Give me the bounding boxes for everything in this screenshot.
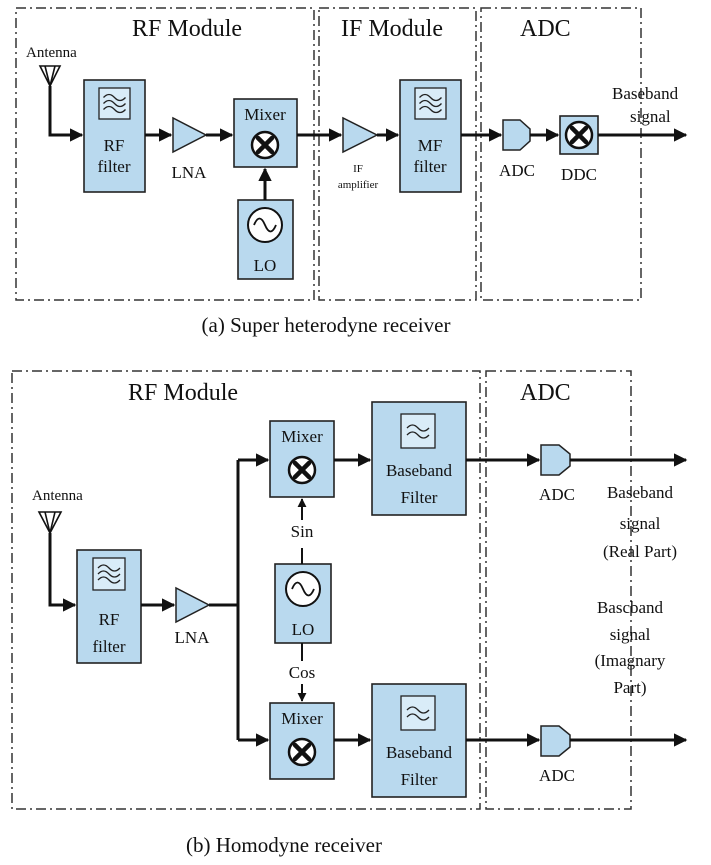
rf-module-boundary [15, 7, 315, 301]
baseband-filter-bottom-label-2: Filter [401, 770, 438, 789]
baseband-filter-bottom-label-1: Baseband [386, 743, 453, 762]
output-imag-label-3: (Imagnary [595, 651, 666, 670]
output-real-label-2: signal [620, 514, 661, 533]
mixer-block: Mixer [233, 98, 298, 168]
mf-filter-label-1: MF [418, 136, 443, 155]
adc-module-boundary [480, 7, 642, 301]
rf-filter-label-2: filter [92, 637, 125, 656]
adc-bottom-label: ADC [539, 766, 575, 785]
cos-label: Cos [289, 663, 315, 682]
antenna-icon [37, 511, 63, 535]
baseband-filter-top-block: Baseband Filter [371, 401, 467, 516]
ddc-block [559, 115, 599, 155]
adc-module-boundary [485, 370, 632, 810]
adc-module-title: ADC [520, 380, 571, 406]
lo-label: LO [292, 620, 315, 639]
baseband-filter-top-label-2: Filter [401, 488, 438, 507]
baseband-filter-top-label-1: Baseband [386, 461, 453, 480]
sin-label: Sin [291, 522, 314, 541]
rf-filter-label-2: filter [97, 157, 130, 176]
adc-top-label: ADC [539, 485, 575, 504]
rf-module-title: RF Module [132, 16, 242, 42]
rf-filter-label-1: RF [104, 136, 125, 155]
adc-label: ADC [499, 161, 535, 180]
mixer-top-label: Mixer [281, 427, 323, 446]
lowpass-filter-icon [400, 695, 436, 731]
baseband-filter-bottom-block: Baseband Filter [371, 683, 467, 798]
output-real-label-1: Baseband [607, 483, 674, 502]
if-amplifier [342, 116, 379, 154]
output-imag-label-4: Part) [613, 678, 646, 697]
mixer-bottom-block: Mixer [269, 702, 335, 780]
lowpass-filter-icon [400, 413, 436, 449]
ddc-mixer-icon [566, 122, 592, 148]
caption-a: (a) Super heterodyne receiver [202, 313, 451, 337]
mixer-icon [289, 739, 315, 765]
lo-block: LO [237, 199, 294, 280]
output-real-label-3: (Real Part) [603, 542, 677, 561]
if-module-boundary [318, 7, 477, 301]
adc-top-icon [540, 444, 571, 476]
oscillator-icon [247, 207, 283, 243]
if-amp-label-2: amplifier [338, 179, 379, 191]
ddc-label: DDC [561, 165, 597, 184]
lo-block: LO [274, 563, 332, 644]
output-imag-label-1: Bascband [597, 598, 664, 617]
if-module-title: IF Module [341, 16, 443, 42]
rf-filter-block: RF filter [83, 79, 146, 193]
mixer-icon [289, 457, 315, 483]
adc-module-title: ADC [520, 16, 571, 42]
adc-bottom-icon [540, 725, 571, 757]
lna-label: LNA [172, 163, 208, 182]
mixer-top-block: Mixer [269, 420, 335, 498]
diagram-a: RF Module IF Module ADC Antenna RF filte… [15, 7, 688, 337]
if-amp-label-1: IF [353, 163, 363, 175]
oscillator-icon [285, 571, 321, 607]
signal-wires-b [48, 453, 688, 747]
output-imag-label-2: signal [610, 625, 651, 644]
rf-filter-label-1: RF [99, 610, 120, 629]
lna-label: LNA [175, 628, 211, 647]
antenna-label: Antenna [32, 488, 83, 504]
rf-filter-block: RF filter [76, 549, 142, 664]
lna-amplifier [175, 586, 211, 624]
adc-icon [502, 119, 531, 151]
rf-module-boundary [11, 370, 481, 810]
signal-wires-a [48, 86, 688, 200]
mf-filter-label-2: filter [413, 157, 446, 176]
lo-label: LO [254, 256, 277, 275]
mixer-icon [252, 132, 278, 158]
rf-module-title: RF Module [128, 380, 238, 406]
antenna-icon [38, 65, 62, 88]
antenna-label: Antenna [26, 45, 77, 61]
mf-filter-block: MF filter [399, 79, 462, 193]
lna-amplifier [172, 116, 208, 154]
mixer-bottom-label: Mixer [281, 709, 323, 728]
caption-b: (b) Homodyne receiver [186, 833, 382, 857]
output-label-2: signal [630, 107, 671, 126]
mixer-label: Mixer [244, 105, 286, 124]
diagram-b: RF Module ADC Antenna RF filter LNA Mixe… [11, 370, 688, 857]
output-label-1: Baseband [612, 84, 679, 103]
